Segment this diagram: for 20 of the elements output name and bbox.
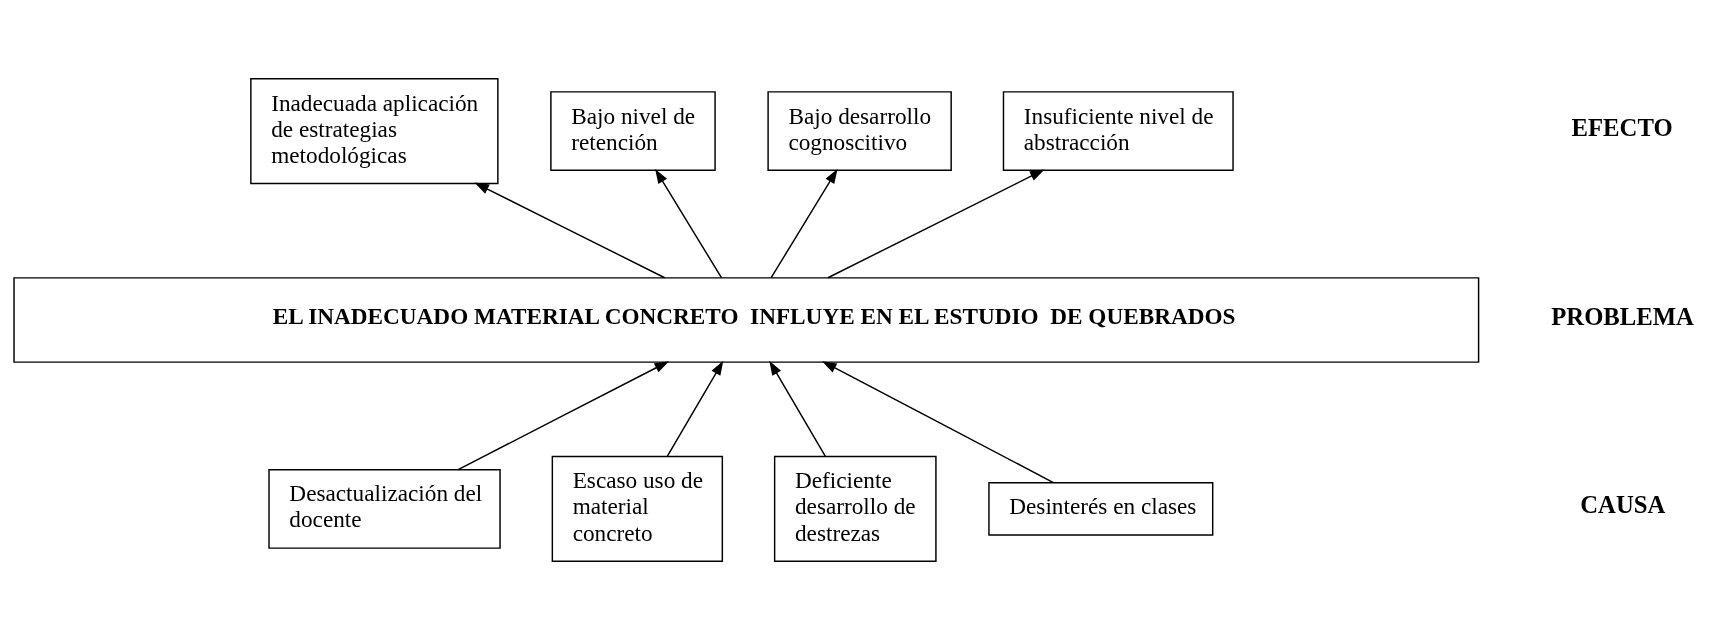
arrow bbox=[770, 168, 838, 279]
node-box: Desactualización del docente bbox=[268, 468, 501, 549]
label: EFECTO bbox=[1571, 113, 1673, 141]
label: CAUSA bbox=[1580, 491, 1666, 519]
node-box: Insuficiente nivel de abstracción bbox=[1002, 91, 1234, 172]
arrow bbox=[769, 360, 826, 457]
arrow bbox=[822, 361, 1055, 484]
arrow bbox=[457, 361, 670, 471]
node-box: Desinterés en clases bbox=[988, 482, 1214, 536]
node-box: EL INADECUADO MATERIAL CONCRETO INFLUYE EN EL ESTUDIO DE QUEBRADOS bbox=[13, 277, 1480, 363]
node-box: Bajo nivel de retención bbox=[550, 91, 716, 172]
arrow bbox=[666, 360, 724, 457]
node-box: Bajo desarrollo cognoscitivo bbox=[767, 91, 952, 172]
node-box: Escaso uso de material concreto bbox=[551, 455, 724, 562]
label: PROBLEMA bbox=[1551, 302, 1694, 330]
node-box: Deficiente desarrollo de destrezas bbox=[773, 455, 937, 562]
node-box: Inadecuada aplicación de estrategias metodológicas bbox=[250, 78, 499, 185]
arrow bbox=[474, 182, 666, 279]
arrow bbox=[655, 168, 723, 279]
arrow bbox=[827, 169, 1045, 279]
